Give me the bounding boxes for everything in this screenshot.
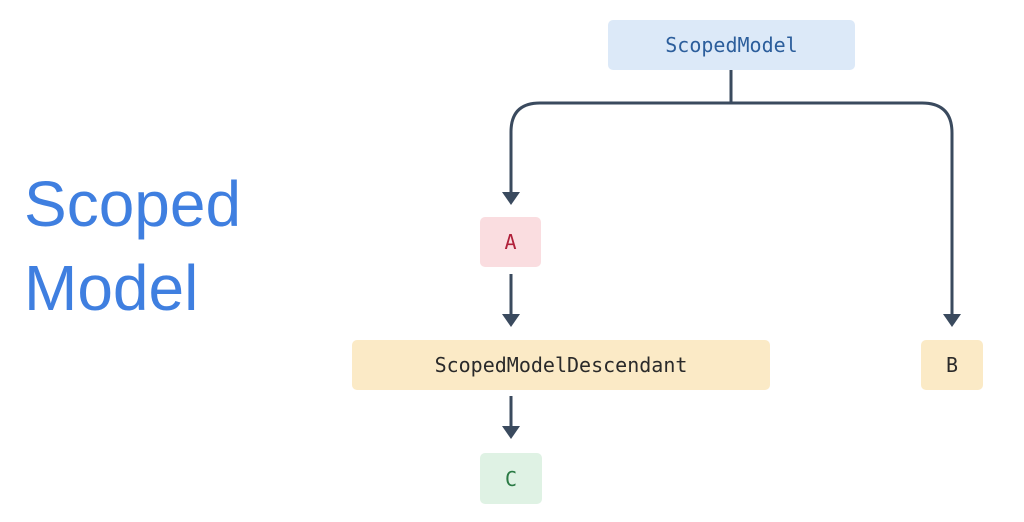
connector-root-to-b bbox=[731, 101, 954, 316]
title-line-2: Model bbox=[24, 252, 199, 324]
connector-root-to-a bbox=[509, 101, 731, 195]
node-scoped-model: ScopedModel bbox=[608, 20, 855, 70]
arrowhead-to-c bbox=[502, 426, 520, 439]
arrowhead-to-descendant bbox=[502, 314, 520, 327]
node-a: A bbox=[480, 217, 541, 267]
title-line-1: Scoped bbox=[24, 168, 242, 240]
node-b: B bbox=[921, 340, 983, 390]
node-scoped-model-descendant: ScopedModelDescendant bbox=[352, 340, 770, 390]
node-c: C bbox=[480, 453, 542, 504]
arrowhead-to-a bbox=[502, 192, 520, 205]
arrowhead-to-b bbox=[943, 314, 961, 327]
